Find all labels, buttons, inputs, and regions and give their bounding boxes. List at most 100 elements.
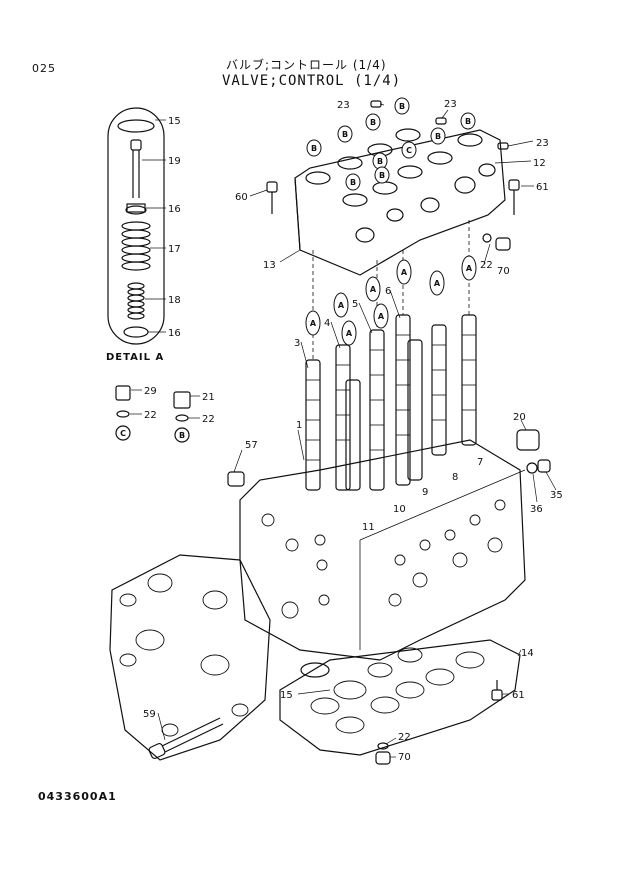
spring-seat-16-bottom <box>123 326 149 338</box>
callout: 23 <box>337 100 350 111</box>
callout: 22 <box>144 410 157 421</box>
bubble-label: A <box>338 301 345 310</box>
spring-18 <box>127 282 145 320</box>
callout: 70 <box>497 266 510 277</box>
o-ring-22-b <box>175 414 189 422</box>
bubble-label: B <box>350 178 356 187</box>
callout: 15 <box>168 116 181 127</box>
title-japanese: バルブ;コントロール (1/4) <box>226 58 387 72</box>
callout: 13 <box>263 260 276 271</box>
plug-21 <box>173 391 191 409</box>
bubble-label: A <box>346 329 353 338</box>
bubble-label: B <box>311 144 317 153</box>
plug-29 <box>115 385 131 401</box>
cover-ports <box>305 128 496 243</box>
o-ring-36 <box>526 462 538 474</box>
bubble-label: B <box>399 102 405 111</box>
callout: 16 <box>168 204 181 215</box>
callout: 12 <box>533 158 546 169</box>
bubble-label: A <box>370 285 377 294</box>
callout: 14 <box>521 648 534 659</box>
spring-seat-16-top <box>125 205 147 215</box>
bubble-label: B <box>179 431 185 440</box>
o-ring-22-c <box>482 233 492 243</box>
callout: 15 <box>280 690 293 701</box>
plug-35 <box>537 459 551 473</box>
callout: 6 <box>385 286 391 297</box>
callout: 61 <box>512 690 525 701</box>
callout: 16 <box>168 328 181 339</box>
callout: 23 <box>536 138 549 149</box>
bottom-plate-14 <box>279 639 521 756</box>
callout: 57 <box>245 440 258 451</box>
bubble-label: B <box>465 117 471 126</box>
left-section-housing <box>109 554 271 761</box>
callout: 36 <box>530 504 543 515</box>
bubble-label: A <box>310 319 317 328</box>
valve-body-1 <box>239 439 526 661</box>
callout: 17 <box>168 244 181 255</box>
drawing-number: 0433600A1 <box>38 790 117 803</box>
plug-57 <box>227 471 245 487</box>
title-english: VALVE;CONTROL (1/4) <box>222 73 402 89</box>
bubbles: B B B B C B B B B B A A A A A A A A C B <box>120 97 477 440</box>
cover-13 <box>294 129 506 276</box>
bubble-label: B <box>370 118 376 127</box>
bubble-label: C <box>120 429 126 438</box>
bolt-61-top <box>508 179 520 191</box>
callout: 29 <box>144 386 157 397</box>
detail-a-label: DETAIL A <box>106 352 165 363</box>
callout: 8 <box>452 472 458 483</box>
bolt-61-bottom <box>491 689 503 701</box>
set-screw-23-c <box>497 142 509 150</box>
callout: 21 <box>202 392 215 403</box>
spool-lands <box>306 334 476 461</box>
callout: 22 <box>480 260 493 271</box>
callout: 18 <box>168 295 181 306</box>
callout: 10 <box>393 504 406 515</box>
plug-70-top <box>495 237 511 251</box>
bubble-c-left <box>115 425 131 441</box>
callout: 22 <box>202 414 215 425</box>
o-ring-15-bottom <box>300 662 330 678</box>
plug-head-19 <box>130 139 142 151</box>
callout: 60 <box>235 192 248 203</box>
bubble-label: B <box>379 171 385 180</box>
callout: 9 <box>422 487 428 498</box>
callout: 61 <box>536 182 549 193</box>
bubble-label: C <box>406 146 412 155</box>
callout: 22 <box>398 732 411 743</box>
bubble-label: B <box>342 130 348 139</box>
bubble-label: A <box>434 279 441 288</box>
callout: 19 <box>168 156 181 167</box>
callout: 7 <box>477 457 483 468</box>
bubble-label: B <box>435 132 441 141</box>
bubble-label: A <box>466 264 473 273</box>
callout: 20 <box>513 412 526 423</box>
bubble-label: B <box>377 157 383 166</box>
callout: 35 <box>550 490 563 501</box>
detail-a-frame <box>107 107 165 345</box>
callout: 23 <box>444 99 457 110</box>
callout: 5 <box>352 299 358 310</box>
callout: 3 <box>294 338 300 349</box>
valve-body-ports <box>261 499 506 619</box>
bubble-label: A <box>378 312 385 321</box>
callout: 70 <box>398 752 411 763</box>
bubble-label: A <box>401 268 408 277</box>
plug-70-bottom <box>375 751 391 765</box>
spring-17 <box>121 221 151 271</box>
bubble-b-left <box>174 427 190 443</box>
bolt-60 <box>266 181 278 193</box>
spools <box>305 314 477 491</box>
callout: 1 <box>296 420 302 431</box>
relief-valve-20 <box>516 429 540 451</box>
o-ring-15 <box>117 119 155 133</box>
o-ring-22-a <box>116 410 130 418</box>
o-ring-22-bottom <box>377 742 389 750</box>
page-number: 025 <box>32 62 56 75</box>
callout: 11 <box>362 522 375 533</box>
callout: 59 <box>143 709 156 720</box>
